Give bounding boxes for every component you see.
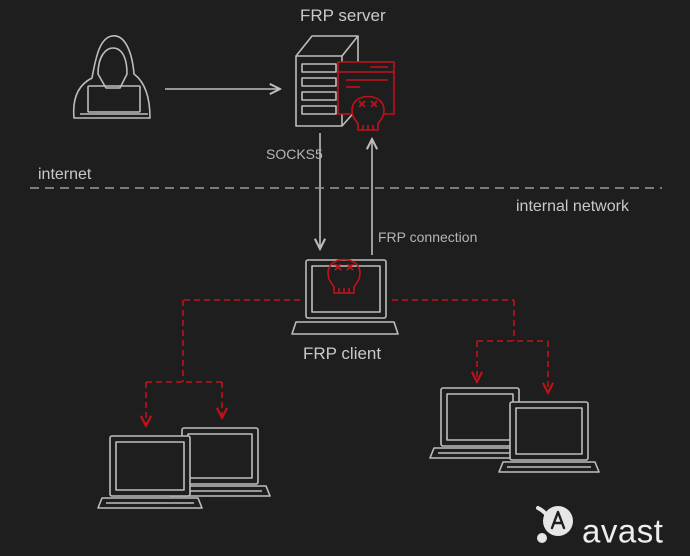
- laptop-icon: [97, 435, 203, 509]
- lateral-movement-lines: [146, 299, 548, 426]
- laptop-icon: [498, 401, 600, 473]
- skull-icon: [327, 258, 361, 294]
- avast-logo-text: avast: [582, 512, 664, 550]
- socks5-label: SOCKS5: [266, 146, 323, 162]
- frp-connection-label: FRP connection: [378, 229, 478, 245]
- internet-label: internet: [38, 166, 92, 183]
- skull-icon: [351, 95, 385, 131]
- internal-network-label: internal network: [516, 198, 629, 215]
- frp-server-label: FRP server: [300, 6, 386, 25]
- avast-logo-icon: [536, 506, 573, 543]
- frp-client-label: FRP client: [303, 344, 382, 363]
- laptop-icon: [169, 427, 271, 497]
- hacker-icon: [72, 35, 151, 119]
- frp-client-laptop-icon: [291, 259, 399, 335]
